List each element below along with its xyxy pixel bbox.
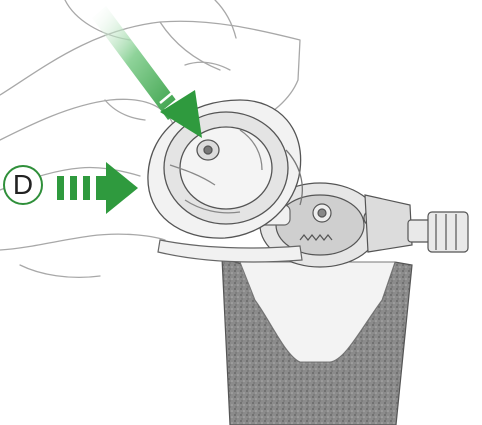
step-letter: D bbox=[13, 171, 33, 199]
step-badge: D bbox=[3, 165, 43, 205]
side-knob bbox=[408, 212, 468, 252]
arrow-down-right-icon bbox=[92, 6, 202, 138]
mount-bracket bbox=[222, 258, 412, 425]
